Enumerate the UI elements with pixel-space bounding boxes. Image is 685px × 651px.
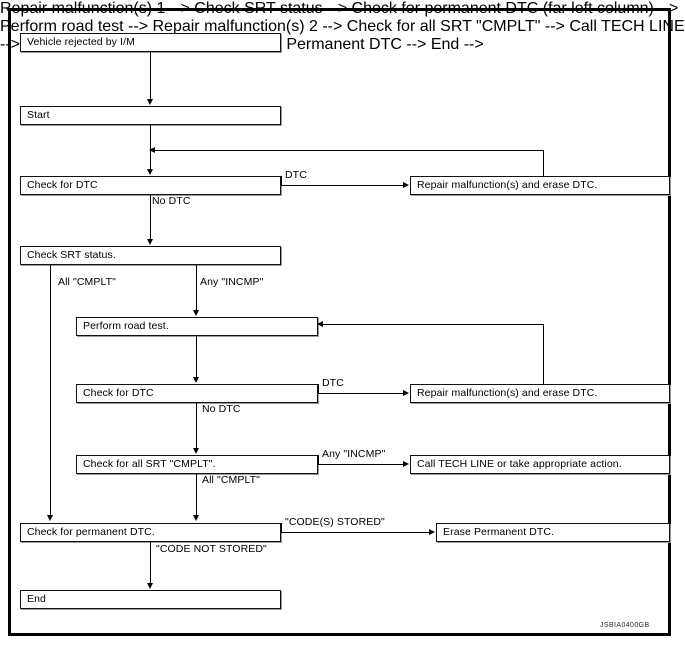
node-repair-malfunctions-2[interactable]: Repair malfunction(s) and erase DTC. (410, 384, 670, 403)
connector-all-cmplt-to-permanent-dtc (50, 265, 51, 516)
connector-vehicle-to-start (150, 52, 151, 100)
arrowhead-check-all-srt (193, 448, 199, 454)
connector-dtc-2-to-repair-2 (318, 393, 404, 394)
connector-dtc-2-stub (318, 384, 319, 394)
arrowhead-start (147, 99, 153, 105)
node-perform-road-test[interactable]: Perform road test. (76, 317, 318, 336)
node-erase-permanent-dtc[interactable]: Erase Permanent DTC. (436, 523, 670, 542)
node-label: Check SRT status. (27, 249, 116, 262)
node-check-for-dtc-2[interactable]: Check for DTC (76, 384, 318, 403)
feedback-2-riser (543, 324, 544, 385)
node-label: Perform road test. (83, 320, 169, 333)
node-label: Repair malfunction(s) and erase DTC. (417, 179, 598, 192)
edge-label-dtc-1: DTC (285, 169, 307, 181)
node-label: End (27, 593, 46, 606)
node-start[interactable]: Start (20, 106, 281, 125)
arrowhead-repair-1 (403, 182, 409, 188)
node-label: Check for all SRT "CMPLT". (83, 458, 216, 471)
feedback-1-return (155, 150, 544, 151)
node-label: Check for DTC (83, 387, 154, 400)
connector-code-not-stored-to-end (150, 542, 151, 584)
connector-dtc-1-stub (281, 176, 282, 186)
connector-all-cmplt-2-to-permanent-dtc (196, 474, 197, 516)
connector-road-test-to-check-dtc-2 (196, 336, 197, 378)
node-repair-malfunctions-1[interactable]: Repair malfunction(s) and erase DTC. (410, 176, 670, 195)
connector-codes-stored-to-erase (281, 532, 430, 533)
arrowhead-permanent-dtc-left (47, 515, 53, 521)
node-call-tech-line[interactable]: Call TECH LINE or take appropriate actio… (410, 455, 670, 474)
node-vehicle-rejected[interactable]: Vehicle rejected by I/M (20, 33, 281, 52)
edge-label-code-not-stored: "CODE NOT STORED" (156, 543, 267, 555)
feedback-2-return (322, 324, 544, 325)
node-label: Call TECH LINE or take appropriate actio… (417, 458, 622, 471)
arrowhead-permanent-dtc-center (193, 515, 199, 521)
connector-any-incmp-to-road-test (196, 265, 197, 310)
node-label: Repair malfunction(s) and erase DTC. (417, 387, 598, 400)
figure-reference-code: JSBIA0400GB (600, 622, 650, 629)
edge-label-dtc-2: DTC (322, 377, 344, 389)
connector-check-dtc-2-to-all-srt (196, 403, 197, 448)
node-end[interactable]: End (20, 590, 281, 609)
connector-any-incmp-2-to-tech-line (318, 464, 404, 465)
arrowhead-check-dtc-1 (147, 169, 153, 175)
arrowhead-check-srt-status (147, 239, 153, 245)
feedback-1-riser (543, 150, 544, 177)
arrowhead-end (147, 583, 153, 589)
node-check-all-srt-cmplt[interactable]: Check for all SRT "CMPLT". (76, 455, 318, 474)
node-label: Erase Permanent DTC. (443, 526, 555, 539)
edge-label-codes-stored: "CODE(S) STORED" (285, 516, 385, 528)
node-check-srt-status[interactable]: Check SRT status. (20, 246, 281, 265)
arrowhead-check-dtc-2 (193, 377, 199, 383)
edge-label-any-incmp-1: Any "INCMP" (200, 276, 264, 288)
connector-codes-stored-stub (281, 523, 282, 533)
edge-label-all-cmplt-2: All "CMPLT" (202, 474, 260, 486)
node-label: Start (27, 109, 50, 122)
arrowhead-feedback-1 (149, 147, 155, 153)
arrowhead-repair-2 (403, 390, 409, 396)
arrowhead-erase-permanent-dtc (429, 529, 435, 535)
edge-label-no-dtc-1: No DTC (152, 195, 191, 207)
edge-label-no-dtc-2: No DTC (202, 403, 241, 415)
node-label: Check for DTC (27, 179, 98, 192)
arrowhead-feedback-2 (317, 321, 323, 327)
connector-any-incmp-2-stub (318, 455, 319, 465)
connector-check-dtc-1-to-srt (150, 195, 151, 240)
figure-border (8, 8, 671, 636)
edge-label-any-incmp-2: Any "INCMP" (322, 448, 386, 460)
arrowhead-call-tech-line (403, 461, 409, 467)
edge-label-all-cmplt-1: All "CMPLT" (58, 276, 116, 288)
arrowhead-perform-road-test (193, 310, 199, 316)
node-label: Vehicle rejected by I/M (27, 36, 135, 49)
node-check-for-dtc-1[interactable]: Check for DTC (20, 176, 281, 195)
connector-dtc-1-to-repair-1 (281, 185, 404, 186)
node-label: Check for permanent DTC. (27, 526, 155, 539)
node-check-permanent-dtc[interactable]: Check for permanent DTC. (20, 523, 281, 542)
